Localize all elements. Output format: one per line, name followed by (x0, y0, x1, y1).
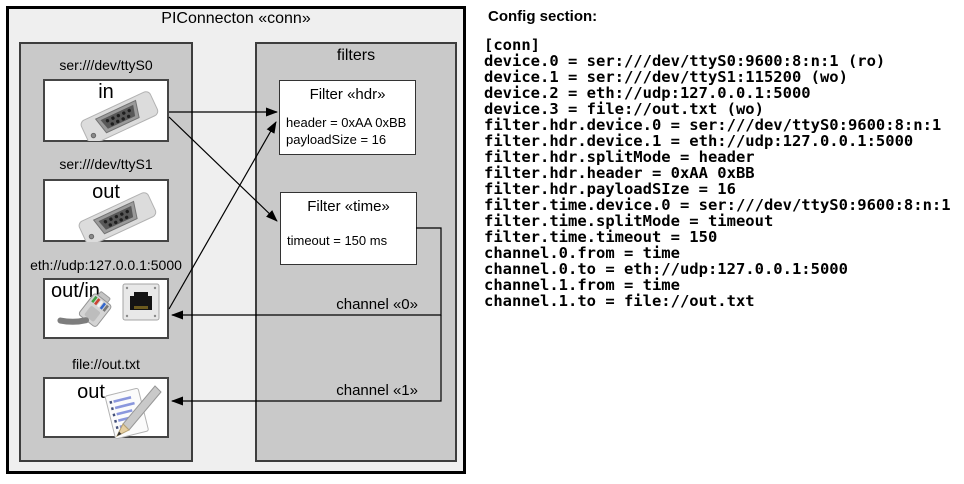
device-uri-ttys0: ser:///dev/ttyS0 (59, 57, 153, 73)
filter-hdr-box: Filter «hdr» header = 0xAA 0xBB payloadS… (279, 80, 416, 155)
filter-time-properties: timeout = 150 ms (287, 233, 388, 248)
device-mode-label: out (77, 381, 105, 403)
filter-time-box: Filter «time» timeout = 150 ms (280, 192, 417, 265)
serial-port-icon (78, 192, 157, 242)
ethernet-icon (57, 283, 160, 327)
serial-port-icon (80, 91, 159, 141)
device-uri-ttys1: ser:///dev/ttyS1 (59, 156, 153, 172)
device-box-ttys1: out (43, 179, 169, 242)
config-body: [conn] device.0 = ser:///dev/ttyS0:9600:… (484, 36, 951, 310)
filter-time-title: Filter «time» (307, 198, 390, 215)
channel-1-label: channel «1» (336, 382, 418, 399)
device-box-eth: out/in (43, 278, 169, 339)
device-box-ttys0: in (43, 79, 169, 142)
device-mode-label: out (92, 181, 120, 203)
filters-panel-title: filters (336, 47, 376, 64)
config-section: Config section: [conn] device.0 = ser://… (484, 8, 962, 309)
device-mode-label: in (98, 81, 114, 103)
filter-hdr-title: Filter «hdr» (309, 86, 386, 103)
device-uri-file: file://out.txt (72, 356, 140, 372)
notepad-icon (104, 385, 162, 440)
device-mode-label: out/in (51, 280, 100, 302)
device-uri-eth: eth://udp:127.0.0.1:5000 (30, 257, 182, 273)
device-box-file: out (43, 377, 169, 440)
diagram-title: PIConnecton «conn» (161, 10, 311, 27)
channel-0-label: channel «0» (336, 296, 418, 313)
filter-hdr-properties: header = 0xAA 0xBB payloadSize = 16 (286, 115, 407, 147)
config-heading: Config section: (488, 8, 598, 25)
